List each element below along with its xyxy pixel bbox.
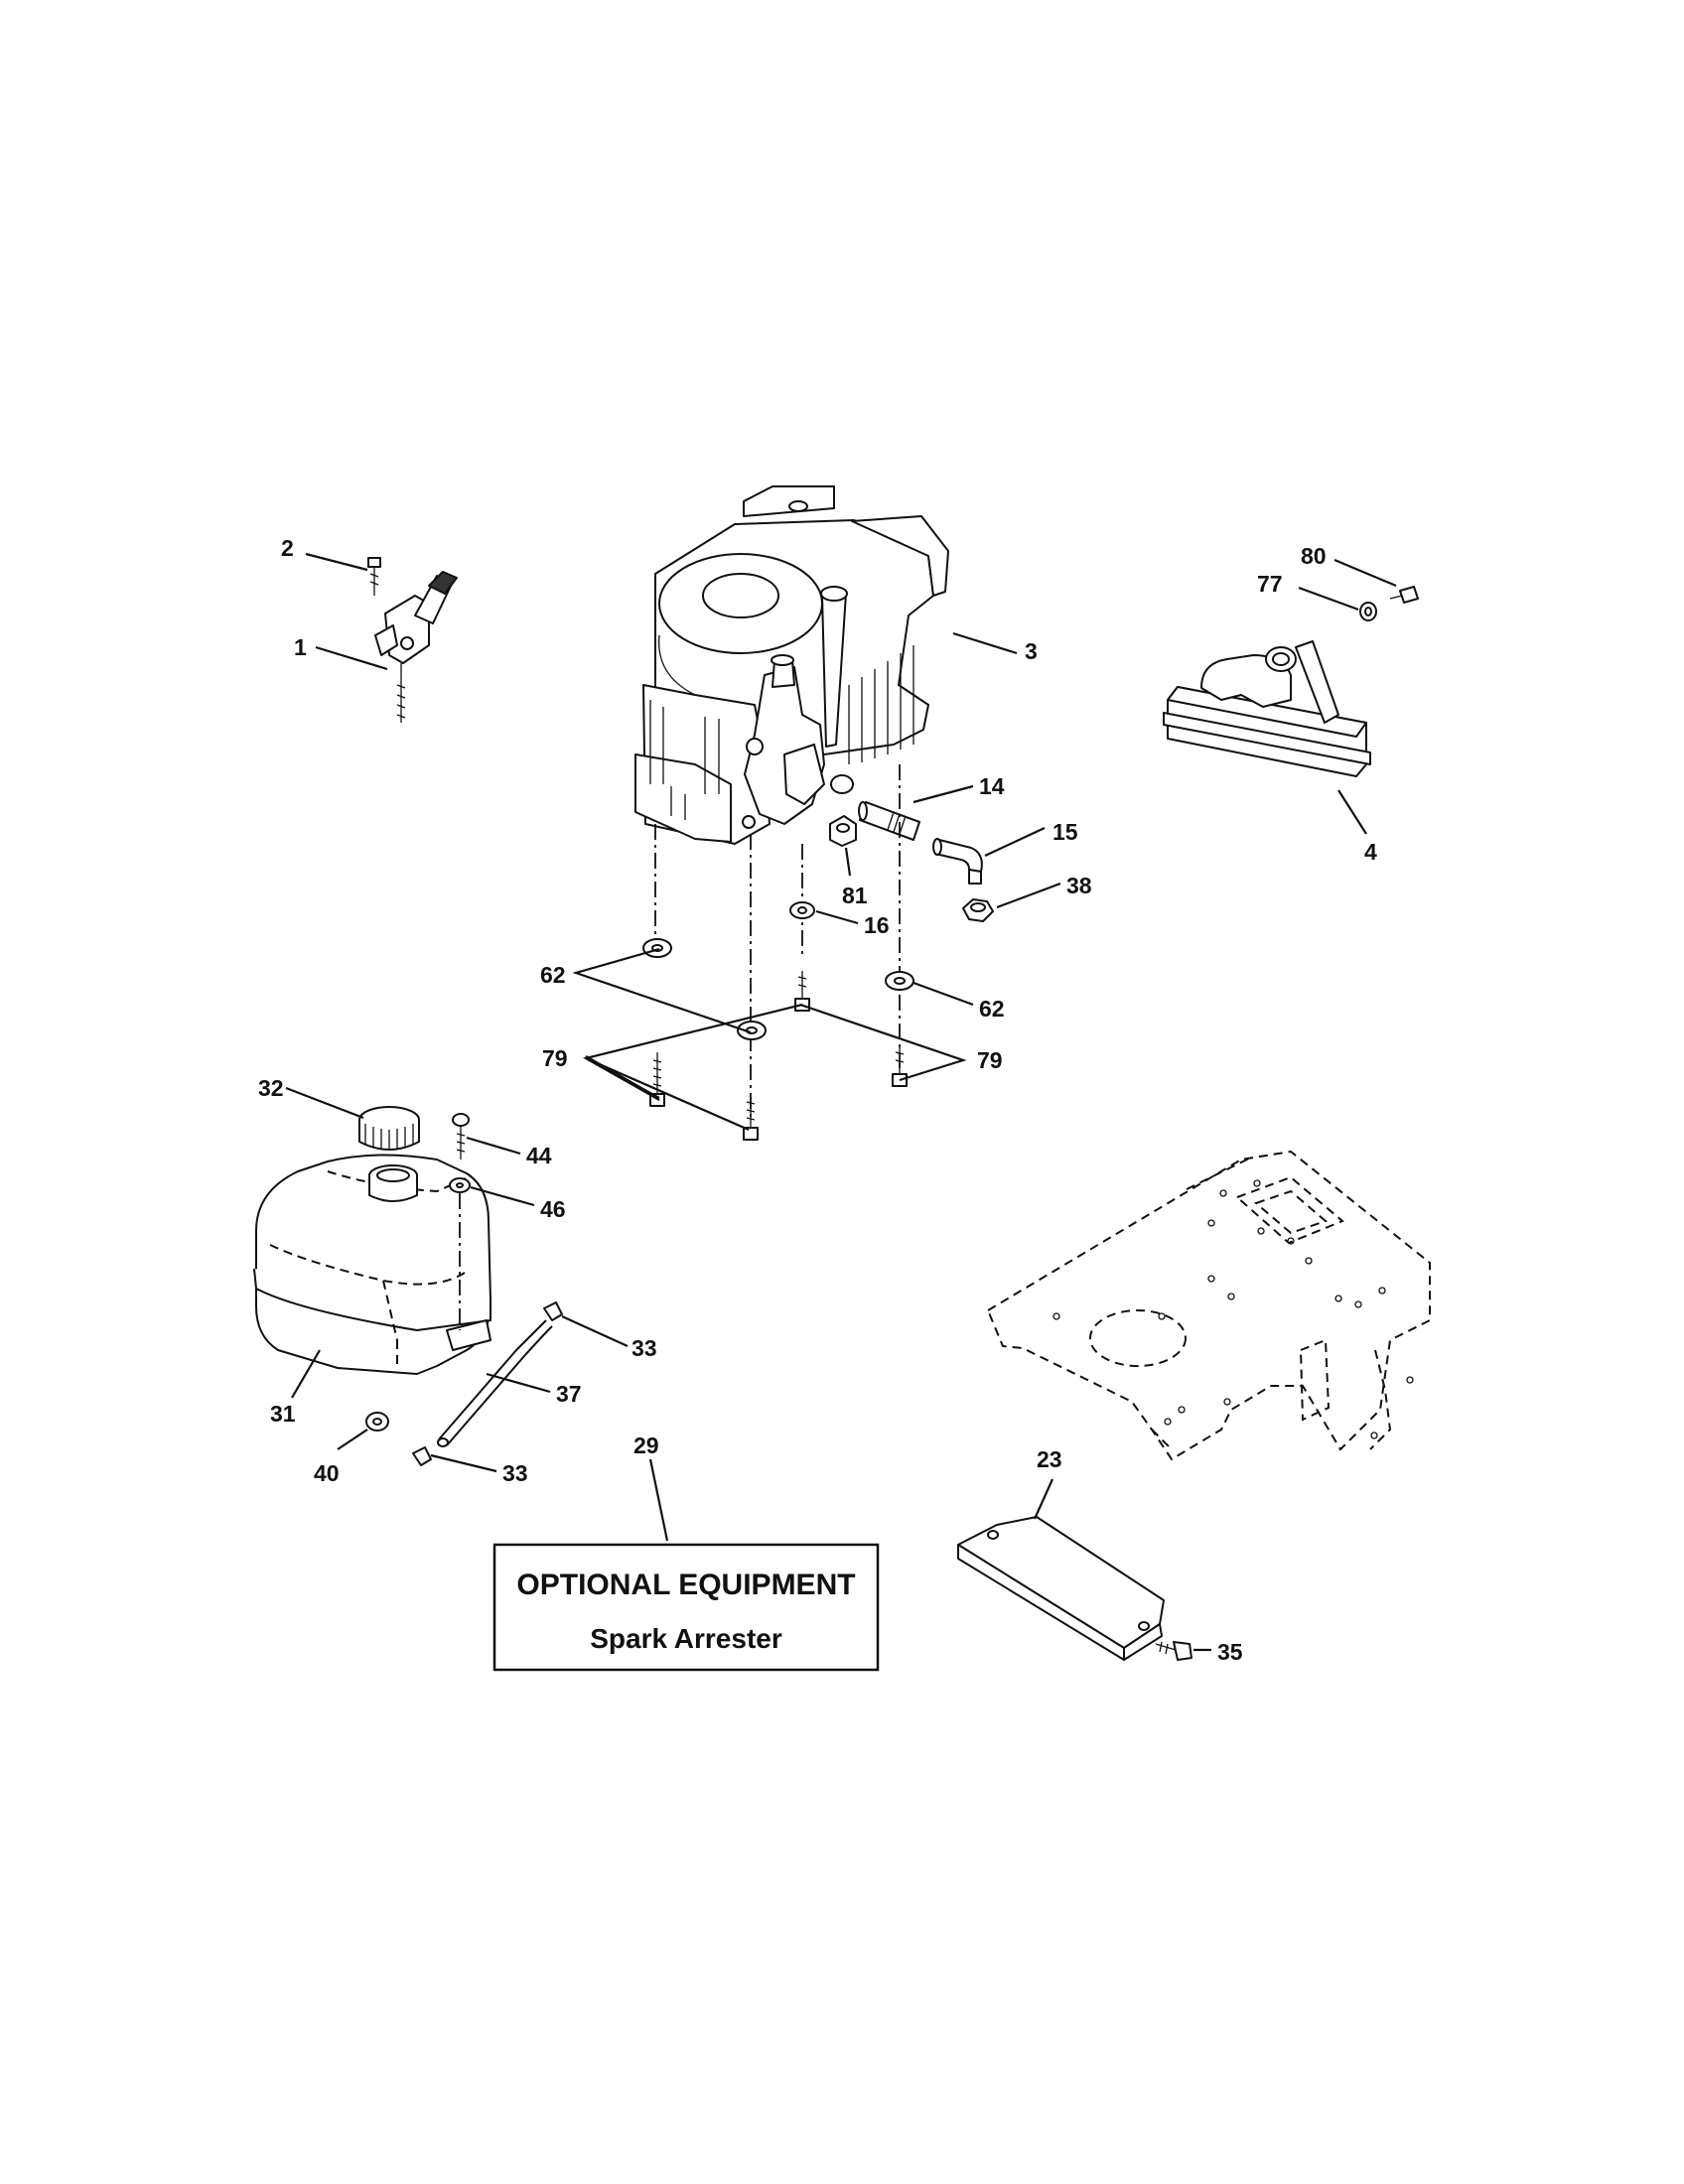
frame-outline <box>986 1150 1431 1461</box>
callout-33-lower: 33 <box>502 1460 528 1486</box>
optional-equipment-title: OPTIONAL EQUIPMENT <box>516 1569 855 1601</box>
fuel-tank-assembly <box>253 1106 563 1466</box>
callout-4: 4 <box>1364 839 1377 865</box>
callout-80: 80 <box>1301 543 1327 569</box>
callout-79-left: 79 <box>542 1045 568 1071</box>
engine-mounting-hardware <box>642 764 914 1141</box>
throttle-control-assembly <box>367 557 458 723</box>
bolt-79-center <box>743 1097 759 1141</box>
callout-15: 15 <box>1052 819 1078 845</box>
callout-62-right: 62 <box>979 996 1005 1022</box>
callout-31: 31 <box>270 1401 296 1427</box>
callout-labels: 2 1 3 80 77 4 14 15 38 81 16 62 62 79 79… <box>258 535 1377 1665</box>
heat-shield <box>957 1516 1193 1661</box>
callout-35: 35 <box>1217 1639 1243 1665</box>
leader-lines <box>285 552 1397 1652</box>
callout-32: 32 <box>258 1075 284 1101</box>
callout-44: 44 <box>526 1143 552 1168</box>
callout-81: 81 <box>842 883 868 908</box>
callout-2: 2 <box>281 535 294 561</box>
callout-33-upper: 33 <box>632 1335 657 1361</box>
callout-62-left: 62 <box>540 962 566 988</box>
washer-62-left <box>642 938 672 958</box>
washer-62-right <box>885 971 914 991</box>
callout-1: 1 <box>294 634 307 660</box>
callout-14: 14 <box>979 773 1005 799</box>
callout-38: 38 <box>1066 873 1092 898</box>
callout-37: 37 <box>556 1381 582 1407</box>
washer-62-center <box>737 1021 767 1040</box>
callout-77: 77 <box>1257 571 1283 597</box>
callout-3: 3 <box>1025 638 1038 664</box>
callout-23: 23 <box>1037 1446 1062 1472</box>
callout-16: 16 <box>864 912 890 938</box>
optional-equipment-subtitle: Spark Arrester <box>590 1623 782 1654</box>
bolt-79-right <box>892 1046 908 1087</box>
callout-40: 40 <box>314 1460 340 1486</box>
engine <box>634 485 949 845</box>
washer-16 <box>789 901 815 919</box>
muffler <box>1163 586 1419 777</box>
callout-29: 29 <box>633 1433 659 1458</box>
optional-equipment-box: OPTIONAL EQUIPMENT Spark Arrester <box>492 1543 880 1672</box>
callout-79-right: 79 <box>977 1047 1003 1073</box>
callout-46: 46 <box>540 1196 566 1222</box>
oil-drain-fittings <box>829 801 994 922</box>
